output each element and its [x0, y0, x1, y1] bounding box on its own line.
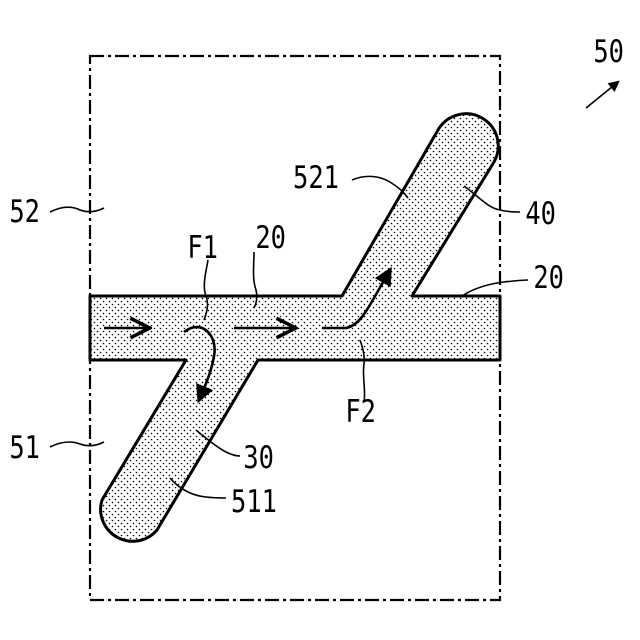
label-main-channel-left: 20	[255, 220, 286, 256]
label-region-lower: 51	[9, 430, 40, 466]
leader-20-right	[462, 280, 528, 296]
label-branch-upper-wall: 521	[293, 160, 339, 196]
label-branch-upper: 40	[525, 196, 556, 232]
leader-51	[50, 442, 104, 447]
label-branch-lower-wall: 511	[231, 484, 277, 520]
label-assembly: 50	[593, 34, 624, 70]
label-branch-lower: 30	[243, 440, 274, 476]
label-main-channel-right: 20	[533, 260, 564, 296]
label-region-upper: 52	[9, 194, 40, 230]
label-flow-1: F1	[187, 230, 218, 266]
leader-52	[50, 207, 104, 212]
leader-50	[586, 82, 618, 108]
label-flow-2: F2	[345, 394, 376, 430]
